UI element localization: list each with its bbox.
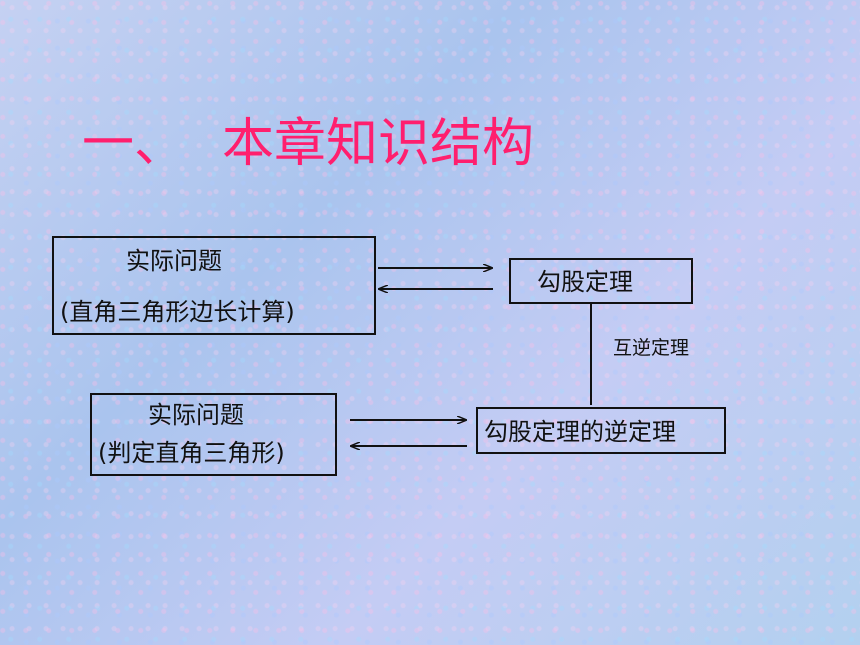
slide-title: 一、本章知识结构	[82, 112, 534, 176]
practical-problem-2-subtitle: (判定直角三角形)	[98, 439, 285, 467]
practical-problem-1-title: 实际问题	[126, 247, 222, 275]
relation-label: 互逆定理	[613, 337, 690, 359]
converse-theorem-label: 勾股定理的逆定理	[484, 418, 676, 446]
practical-problem-box-1: 实际问题 (直角三角形边长计算)	[52, 236, 376, 335]
pythagorean-theorem-label: 勾股定理	[537, 268, 633, 296]
practical-problem-box-2: 实际问题 (判定直角三角形)	[90, 393, 337, 476]
title-number: 一、	[82, 114, 187, 174]
practical-problem-2-title: 实际问题	[148, 401, 244, 429]
converse-theorem-box: 勾股定理的逆定理	[476, 407, 726, 454]
practical-problem-1-subtitle: (直角三角形边长计算)	[60, 298, 295, 326]
title-text: 本章知识结构	[222, 114, 535, 174]
pythagorean-theorem-box: 勾股定理	[509, 258, 693, 304]
